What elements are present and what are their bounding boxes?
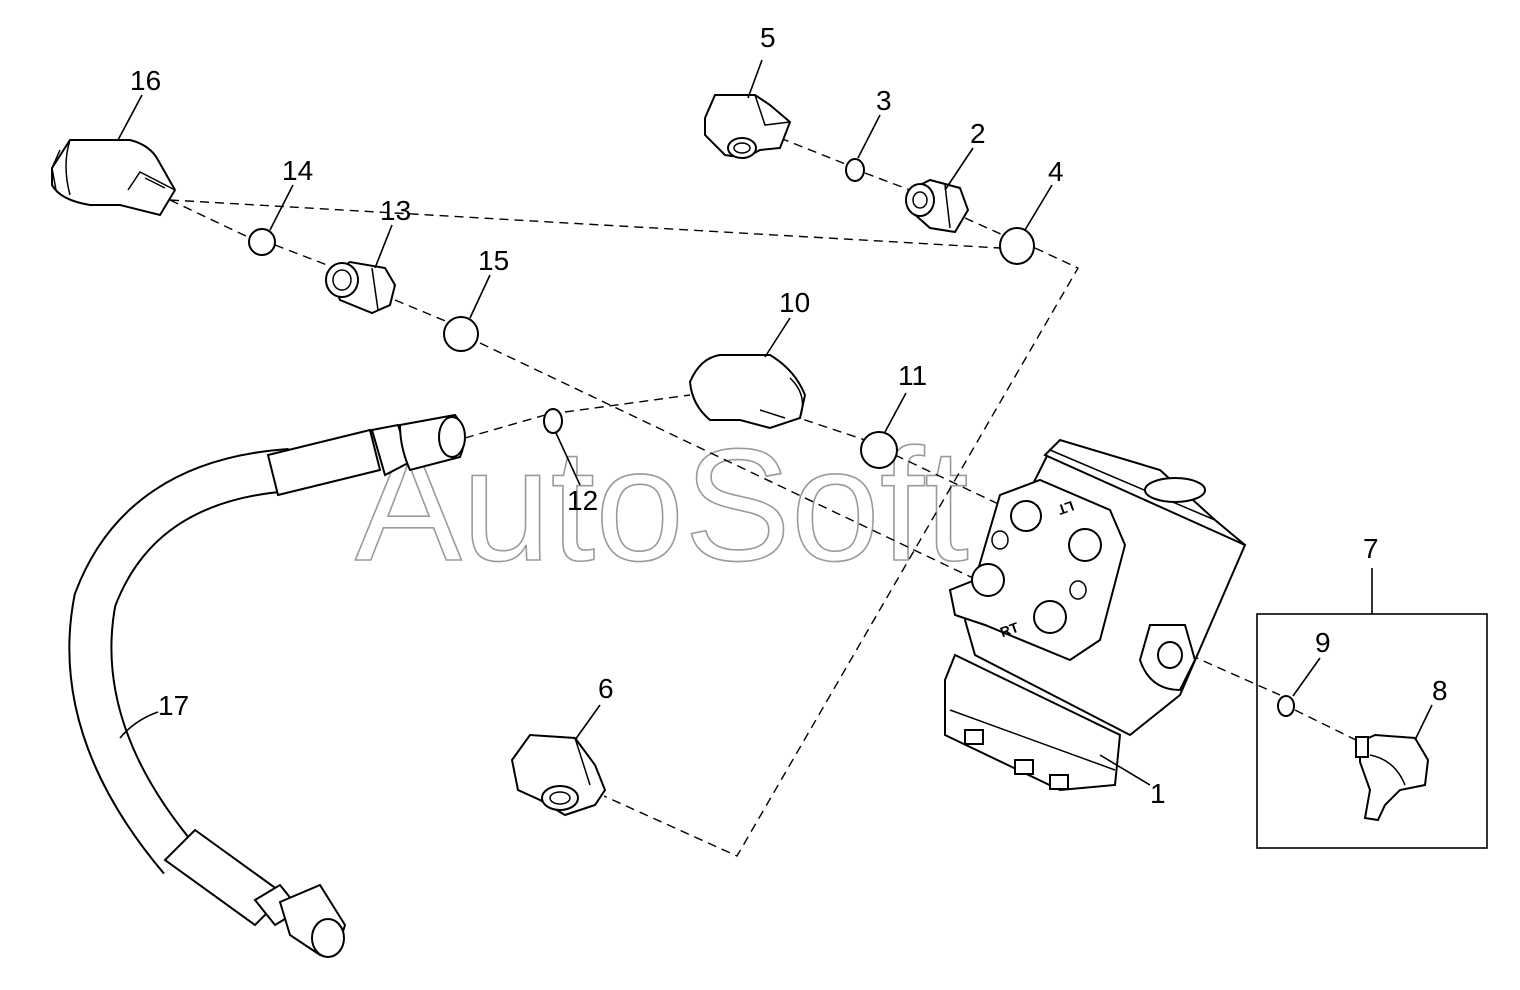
callout-14: 14 (282, 155, 313, 186)
o-ring-4 (999, 227, 1035, 265)
callouts: 1 2 3 4 5 6 7 8 9 10 11 12 13 14 15 16 1… (130, 22, 1448, 809)
steering-unit-1: LT RT (944, 438, 1247, 792)
port-mark-lt: LT (1055, 498, 1076, 519)
elbow-fitting-16 (51, 139, 177, 217)
o-ring-3 (845, 158, 865, 182)
leader-lines (117, 59, 1433, 786)
callout-6: 6 (598, 673, 614, 704)
callout-9: 9 (1315, 627, 1331, 658)
o-ring-11 (860, 431, 898, 469)
callout-17: 17 (158, 690, 189, 721)
assembly-lines (169, 137, 1361, 857)
callout-2: 2 (970, 118, 986, 149)
callout-15: 15 (478, 245, 509, 276)
o-ring-15 (443, 316, 479, 352)
callout-8: 8 (1432, 675, 1448, 706)
fitting-6 (510, 733, 607, 817)
callout-1: 1 (1150, 778, 1166, 809)
o-ring-14 (248, 228, 276, 256)
o-ring-12 (543, 408, 563, 434)
port-mark-rt: RT (998, 619, 1021, 641)
callout-10: 10 (779, 287, 810, 318)
elbow-fitting-8 (1355, 733, 1430, 822)
callout-4: 4 (1048, 156, 1064, 187)
hose-assembly-17 (68, 413, 466, 958)
callout-13: 13 (380, 195, 411, 226)
callout-7: 7 (1363, 533, 1379, 564)
kit-box-7 (1256, 568, 1488, 849)
callout-16: 16 (130, 65, 161, 96)
callout-5: 5 (760, 22, 776, 53)
adapter-fitting-13 (325, 260, 397, 315)
callout-3: 3 (876, 85, 892, 116)
adapter-fitting-2 (905, 178, 970, 234)
callout-11: 11 (898, 360, 927, 391)
elbow-fitting-10 (688, 354, 807, 430)
callout-12: 12 (567, 485, 598, 516)
o-ring-9 (1277, 695, 1295, 717)
elbow-fitting-5 (704, 94, 792, 160)
